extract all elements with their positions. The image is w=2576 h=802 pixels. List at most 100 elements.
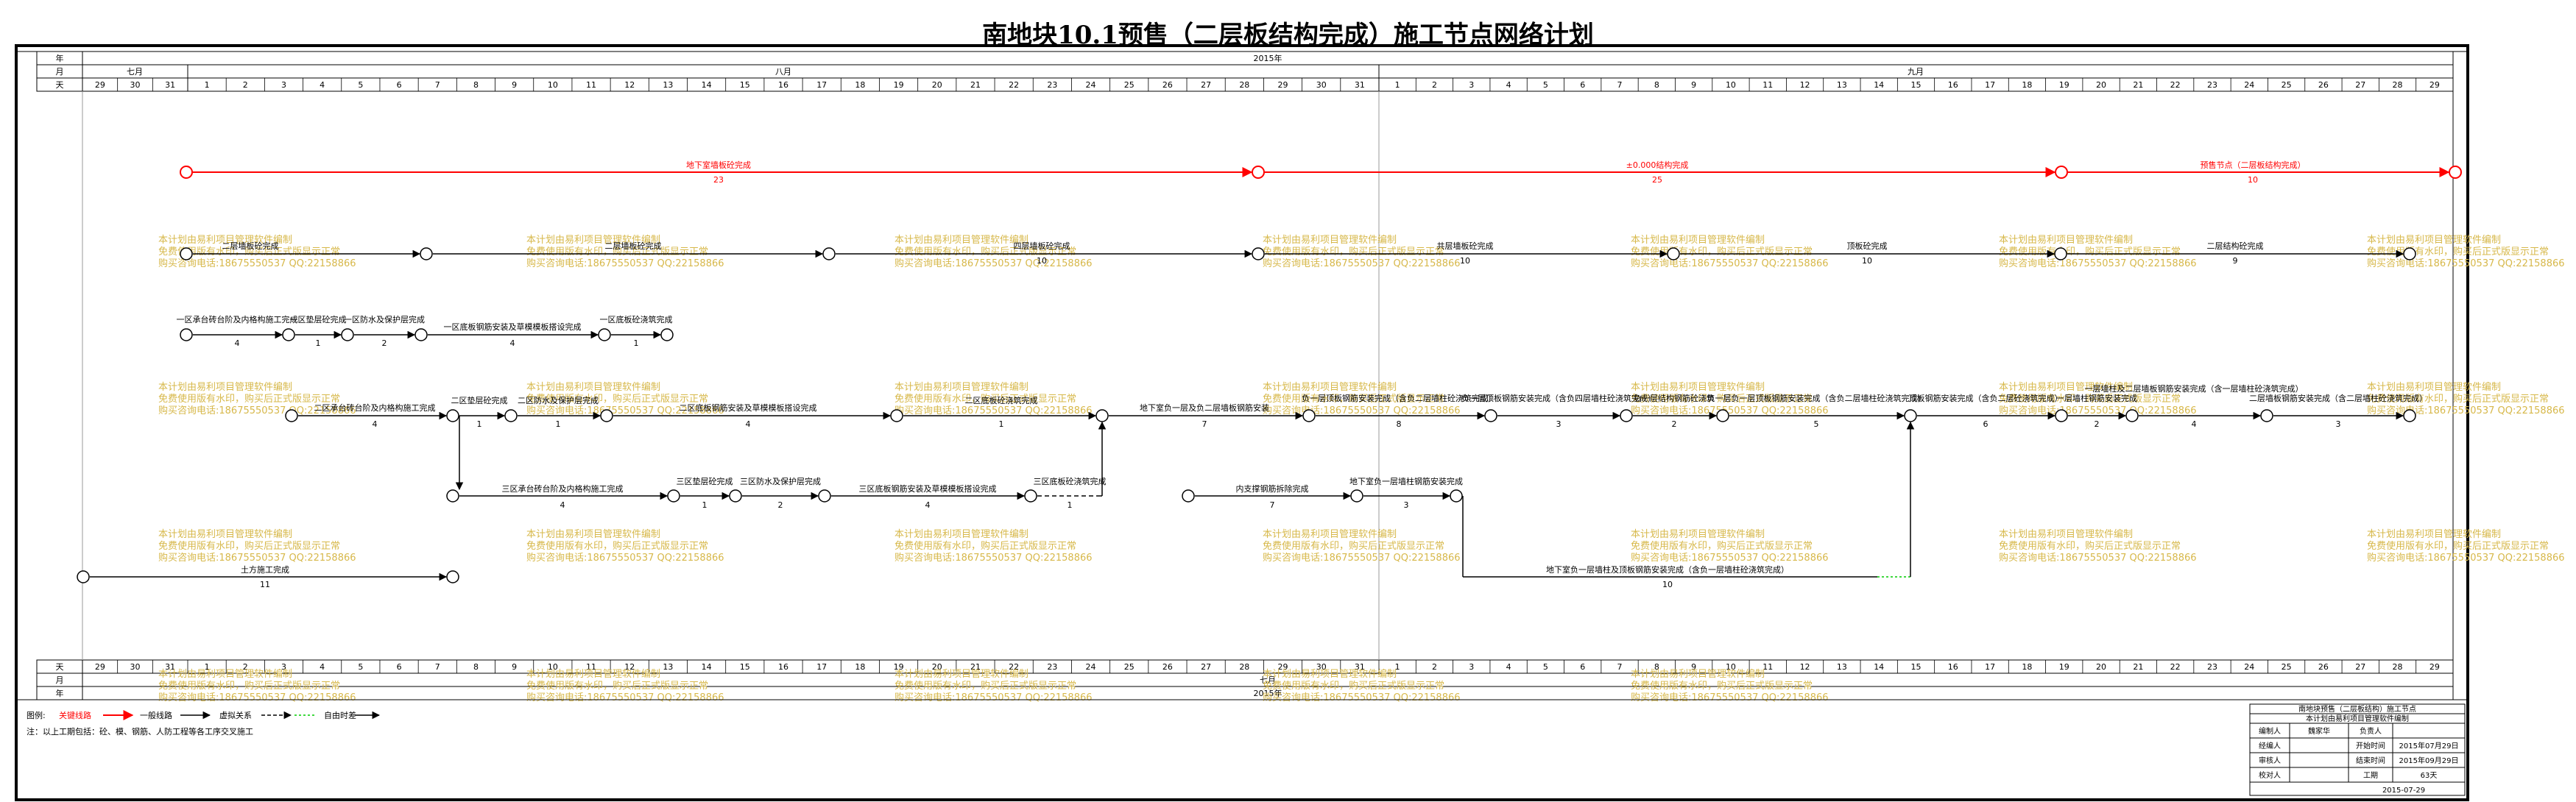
day-cell: 13 [663,662,673,672]
event-node [600,409,613,422]
day-cell: 27 [2355,80,2365,90]
watermark-text: 购买咨询电话:18675550537 QQ:22158866 [894,258,1093,269]
day-cell: 2 [243,662,248,672]
day-cell: 4 [1506,80,1511,90]
event-node [1252,166,1265,179]
activity-row-6: 土方施工完成 11 [77,564,459,589]
activity-label: 三区底板砼浇筑完成 [1034,476,1107,486]
day-cell: 21 [2133,662,2143,672]
month-row-label-bottom: 月 [56,675,64,685]
day-cell: 26 [2318,662,2329,672]
activity-label: 负一层结构钢筋砼浇筑 [1634,393,1715,403]
event-node [1450,489,1463,503]
event-node [890,409,903,422]
activity-duration: 7 [1270,500,1275,510]
event-node [420,247,433,260]
day-cell: 12 [1800,662,1810,672]
day-cell: 15 [1911,80,1922,90]
watermark-text: 免费使用版有水印，购买后正式版显示正常 [158,680,340,692]
activity-duration: 7 [1202,419,1207,429]
day-cell: 3 [1469,662,1474,672]
activity-label: 地下室负一层及负二层墙板钢筋安装 [1140,402,1269,413]
watermark-text: 购买咨询电话:18675550537 QQ:22158866 [1263,692,1461,703]
day-cell: 28 [2393,662,2403,672]
activity-duration: 1 [1068,500,1073,510]
event-node [818,489,831,503]
day-cell: 1 [1395,80,1400,90]
critical-activity-label: 地下室墙板砼完成 [686,160,751,170]
watermark-text: 本计划由易利项目管理软件编制 [894,669,1028,680]
day-cell: 27 [2355,662,2365,672]
activity-label: 一区垫层砼完成 [290,314,347,324]
title-block-sub: 本计划由易利项目管理软件编制 [2306,714,2409,723]
watermark-text: 本计划由易利项目管理软件编制 [158,235,292,246]
event-node [729,489,742,503]
title-block-key: 结束时间 [2356,756,2385,765]
activity-duration: 3 [1556,419,1562,429]
day-cell: 11 [1762,662,1773,672]
day-cell: 13 [1837,80,1847,90]
day-cell: 17 [1985,662,1995,672]
month-bottom-jul: 七月 [1260,675,1276,685]
watermark-text: 购买咨询电话:18675550537 QQ:22158866 [1999,552,2197,564]
activity-row-3: 一区承台砖台阶及内格构施工完成 4 一区垫层砼完成 1 一区防水及保护层完成 2… [177,314,674,348]
event-node [285,409,298,422]
title-block-value: 63天 [2421,772,2438,780]
activity-row-5: 三区承台砖台阶及内格构施工完成 4 三区垫层砼完成 1 三区防水及保护层完成 2… [446,416,1107,510]
activity-duration: 4 [560,500,565,510]
event-node [667,489,680,503]
day-cell: 5 [358,80,363,90]
watermark-text: 免费使用版有水印，购买后正式版显示正常 [2367,246,2549,258]
day-cell: 31 [1355,662,1365,672]
watermark-text: 免费使用版有水印，购买后正式版显示正常 [1263,246,1444,258]
day-cell: 28 [2393,80,2403,90]
day-cell: 20 [932,80,942,90]
day-cell: 16 [1948,80,1958,90]
watermark-text: 本计划由易利项目管理软件编制 [894,529,1028,540]
event-node [180,247,193,260]
day-cell: 29 [1278,80,1288,90]
title-block-key: 编制人 [2259,726,2281,736]
day-cell: 15 [1911,662,1922,672]
day-cell: 25 [2282,662,2292,672]
watermark-text: 本计划由易利项目管理软件编制 [526,382,660,393]
day-cell: 26 [2318,80,2329,90]
watermark-text: 免费使用版有水印，购买后正式版显示正常 [1631,246,1813,258]
watermark-text: 购买咨询电话:18675550537 QQ:22158866 [1263,552,1461,564]
activity-label: 二层墙板砼完成 [222,241,279,251]
activity-duration: 4 [746,419,751,429]
activity-duration: 10 [1862,256,1872,266]
day-cell: 6 [1580,662,1585,672]
watermark-text: 免费使用版有水印，购买后正式版显示正常 [1999,246,2181,258]
day-cell: 22 [1009,80,1019,90]
title-block-key: 经编人 [2259,741,2281,750]
day-cell: 2 [243,80,248,90]
watermark-text: 免费使用版有水印，购买后正式版显示正常 [158,246,340,258]
day-cell: 22 [2170,80,2181,90]
title-block-key: 工期 [2363,771,2378,780]
watermark-text: 购买咨询电话:18675550537 QQ:22158866 [1263,258,1461,269]
activity-duration: 2 [778,500,783,510]
activity-label: 二区垫层砼完成 [451,395,508,405]
activity-row-2: 二层墙板砼完成 二层墙板砼完成 四层墙板砼完成 10 共层墙板砼完成 10 顶板… [180,241,2416,266]
legend-critical-label: 关键线路 [59,710,91,720]
day-cell: 1 [205,662,210,672]
event-node [504,409,518,422]
watermark-text: 购买咨询电话:18675550537 QQ:22158866 [2367,552,2565,564]
day-cell: 25 [2282,80,2292,90]
watermark-text: 本计划由易利项目管理软件编制 [526,529,660,540]
watermark-text: 购买咨询电话:18675550537 QQ:22158866 [894,552,1093,564]
watermark-text: 本计划由易利项目管理软件编制 [1263,235,1397,246]
day-cell: 27 [1201,80,1211,90]
activity-label: 二区防水及保护层完成 [518,395,599,405]
watermark-text: 免费使用版有水印，购买后正式版显示正常 [1999,540,2181,552]
title-block-key: 校对人 [2259,770,2281,780]
day-cell: 10 [548,662,558,672]
activity-duration: 11 [260,580,270,589]
day-cell: 9 [1691,662,1696,672]
day-cell: 4 [320,80,325,90]
day-cell: 18 [855,80,865,90]
activity-duration: 1 [999,419,1004,429]
